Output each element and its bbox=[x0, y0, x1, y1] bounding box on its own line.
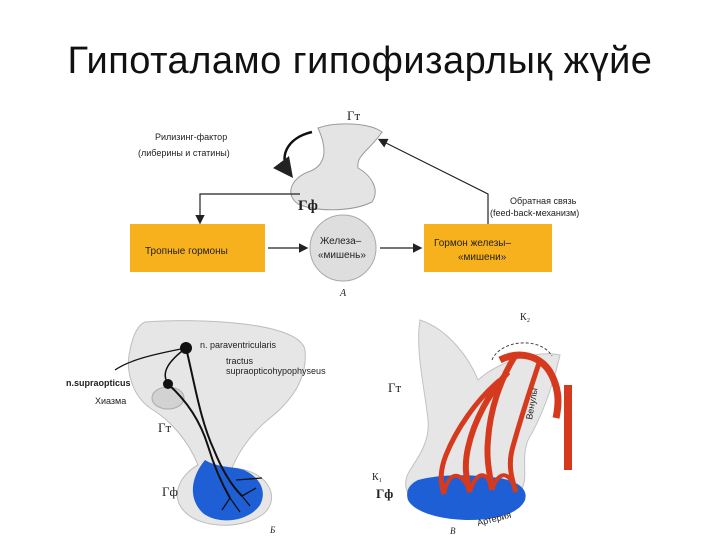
tractus-label-2: supraopticohypophyseus bbox=[226, 366, 326, 376]
gt-label-c: Гт bbox=[388, 380, 402, 395]
gf-label-b: Гф bbox=[162, 484, 178, 499]
n-paraventricularis-label: n. paraventricularis bbox=[200, 340, 277, 350]
feedback-label: Обратная связь bbox=[510, 196, 577, 206]
gf-label-a: Гф bbox=[298, 198, 318, 214]
chiasma-label: Хиазма bbox=[95, 396, 126, 406]
n-supraopticus-label: n.supraopticus bbox=[66, 378, 131, 388]
panel-a-letter: А bbox=[339, 288, 347, 299]
releasing-factor-sub: (либерины и статины) bbox=[138, 148, 230, 158]
chiasma-shape bbox=[152, 387, 184, 409]
panel-b: n. paraventricularis tractus supraoptico… bbox=[66, 321, 326, 535]
feedback-arrow-line bbox=[380, 140, 488, 226]
releasing-factor-label: Рилизинг-фактор bbox=[155, 132, 227, 142]
target-gland-circle bbox=[310, 215, 376, 281]
target-gland-label-2: «мишень» bbox=[318, 250, 366, 261]
panel-b-letter: Б bbox=[269, 525, 276, 535]
k1-label: К₁ bbox=[372, 472, 382, 483]
releasing-arrow bbox=[285, 132, 312, 174]
tractus-label-1: tractus bbox=[226, 356, 254, 366]
pituitary-gland-shape-a bbox=[291, 124, 382, 210]
panel-c-letter: В bbox=[450, 526, 456, 536]
tropic-hormones-label: Тропные гормоны bbox=[145, 246, 228, 257]
k2-label: К₂ bbox=[520, 312, 530, 323]
gland-hormone-label-2: «мишени» bbox=[458, 252, 507, 263]
gf-label-c: Гф bbox=[376, 486, 393, 501]
gt-label-b: Гт bbox=[158, 420, 172, 435]
gt-label-a: Гт bbox=[347, 108, 361, 123]
feedback-sub: (feed-back-механизм) bbox=[490, 208, 579, 218]
tropic-arrow-line bbox=[200, 194, 300, 222]
gland-hormone-label-1: Гормон железы– bbox=[434, 238, 511, 249]
panel-c: К₂ К₁ Гт Гф Венулы Артерия В bbox=[372, 312, 568, 536]
target-gland-label-1: Железа– bbox=[320, 236, 362, 247]
panel-a: Гт Гф Рилизинг-фактор (либерины и статин… bbox=[130, 108, 579, 299]
